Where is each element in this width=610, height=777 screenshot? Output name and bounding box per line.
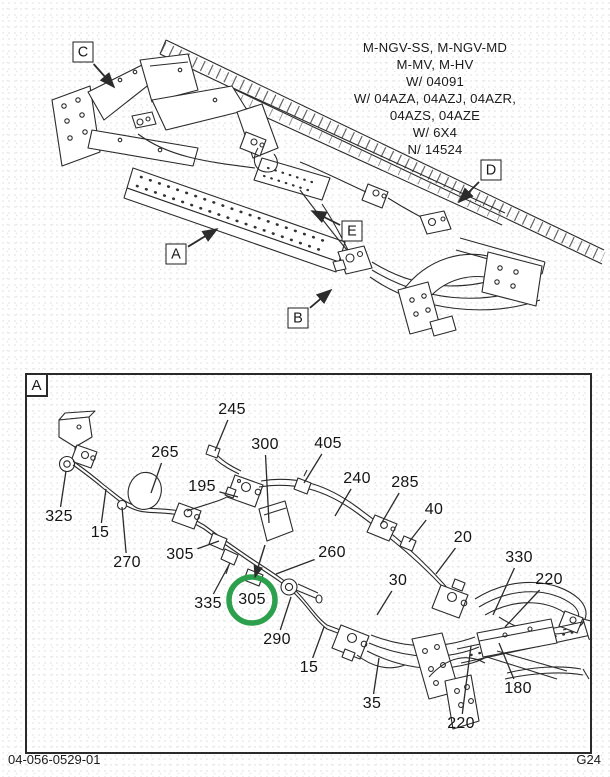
leader-line [100,488,107,524]
leader-line [214,419,229,452]
part-label-305-highlighted: 305 [238,591,266,608]
note-line: M-NGV-SS, M-NGV-MD [362,40,508,55]
detail-view-panel: A [25,373,592,754]
note-line: W/ 04091 [405,74,465,89]
leader-line [435,547,457,575]
part-label-195: 195 [188,478,216,495]
leader-line [279,596,292,631]
note-line: W/ 6X4 [412,125,458,140]
part-label-330: 330 [505,549,533,566]
note-line: 04AZS, 04AZE [389,108,481,123]
part-label-40: 40 [424,501,444,518]
highlight-circle [226,574,278,626]
part-label-245: 245 [218,401,246,418]
callout-arrow-D [457,181,480,204]
overview-line-art [51,39,606,337]
leader-line [121,506,127,554]
leader-line [334,488,352,517]
leader-line [197,540,220,550]
part-label-325: 325 [45,508,73,525]
part-label-305: 305 [166,546,194,563]
leader-line [380,492,400,525]
leader-line [275,558,315,575]
part-label-15: 15 [90,524,110,541]
overview-illustration: M-NGV-SS, M-NGV-MD M-MV, M-HV W/ 04091 W/ 0… [0,0,610,370]
callout-arrow-B [309,288,333,309]
part-label-285: 285 [391,474,419,491]
callout-arrow-C [92,63,116,89]
leader-line [303,453,323,484]
leader-line [264,454,270,524]
leader-line [312,626,325,659]
part-label-180: 180 [504,680,532,697]
detail-panel-letter: A [25,373,48,397]
part-label-260: 260 [318,544,346,561]
leader-line [219,491,239,498]
part-label-15: 15 [299,659,319,676]
part-label-220: 220 [535,571,563,588]
leader-line [504,589,541,628]
leader-line [461,645,472,715]
part-label-30: 30 [388,572,408,589]
page-code: G24 [576,752,601,767]
leader-line [376,590,393,616]
part-label-300: 300 [251,436,279,453]
leader-line [372,657,380,695]
leader-line [150,462,163,494]
leader-line [212,562,231,595]
leader-line [59,470,67,508]
part-label-240: 240 [343,470,371,487]
leader-line [492,567,516,616]
callout-arrow-E [310,210,341,226]
leader-line [498,642,515,680]
part-label-220: 220 [447,715,475,732]
leader-line [408,519,427,543]
part-label-35: 35 [362,695,382,712]
detail-line-art [58,410,590,730]
applicability-notes: M-NGV-SS, M-NGV-MD M-MV, M-HV W/ 04091 W/ 0… [322,39,548,158]
callout-letter-A: A [165,243,187,265]
note-line: W/ 04AZA, 04AZJ, 04AZR, [353,91,517,106]
callout-letter-C: C [72,41,94,63]
part-label-265: 265 [151,444,179,461]
callout-arrow-A [187,228,219,248]
callout-letter-E: E [341,220,363,242]
callout-letter-D: D [480,159,502,181]
leader-line-highlighted [253,544,266,579]
part-label-270: 270 [113,554,141,571]
callout-letter-B: B [287,307,309,329]
part-label-20: 20 [453,529,473,546]
note-line: M-MV, M-HV [396,57,474,72]
part-label-290: 290 [263,631,291,648]
document-number: 04-056-0529-01 [8,752,101,767]
part-label-335: 335 [194,595,222,612]
note-line: N/ 14524 [407,142,463,157]
part-label-405: 405 [314,435,342,452]
